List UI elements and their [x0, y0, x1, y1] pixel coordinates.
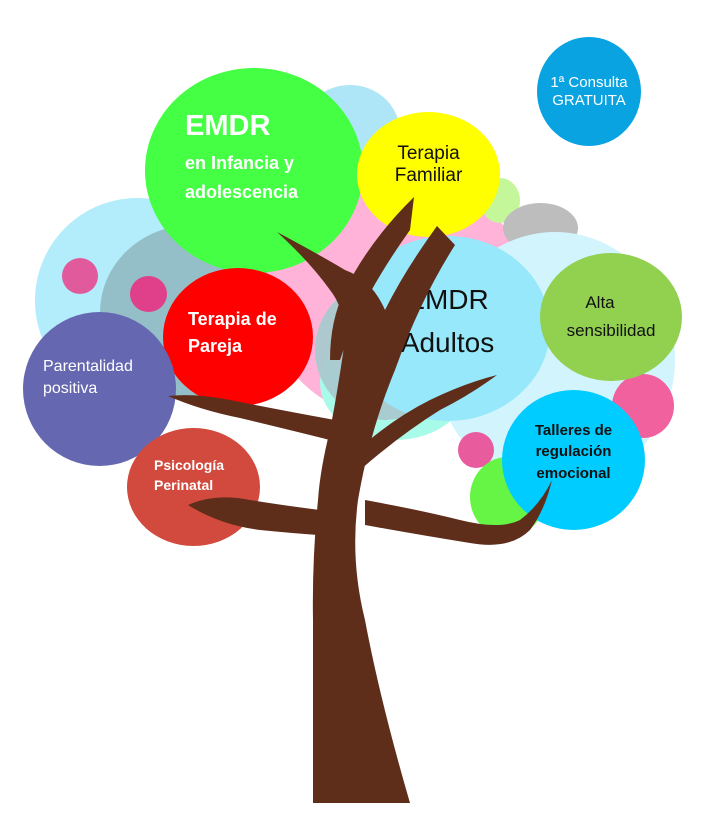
bubble-terapia-pareja: Terapia de Pareja: [163, 268, 313, 406]
bubble-parentalidad-positiva: Parentalidad positiva: [23, 312, 176, 466]
bubble-consulta-line1: 1ª Consulta: [550, 74, 628, 92]
bubble-emdr-infancia-title: EMDR: [185, 110, 271, 142]
bubble-psicologia-perinatal: Psicología Perinatal: [127, 428, 260, 546]
bg-blob-pink-dot-1: [62, 258, 98, 294]
branch-terapia-familiar: [330, 197, 414, 360]
bubble-talleres-line2: regulación: [535, 443, 612, 461]
bubble-terapia-familiar-line2: Familiar: [394, 164, 463, 186]
bubble-perinatal-line2: Perinatal: [154, 477, 214, 493]
bubble-talleres-regulacion: Talleres de regulación emocional: [502, 390, 645, 530]
branch-parentalidad: [168, 395, 335, 440]
bubble-emdr-infancia-line3: adolescencia: [185, 182, 299, 203]
bg-blob-pink-dot-2: [130, 276, 167, 312]
bubble-terapia-pareja-line1: Terapia de: [188, 309, 277, 330]
bubble-alta-sensibilidad: Alta sensibilidad: [540, 253, 682, 381]
bubble-terapia-familiar: Terapia Familiar: [357, 112, 500, 237]
bubble-parentalidad-line1: Parentalidad: [43, 357, 133, 375]
bubble-alta-sensibilidad-line1: Alta: [585, 293, 615, 313]
bubble-talleres-line3: emocional: [536, 464, 611, 482]
branch-talleres: [365, 480, 552, 545]
bubble-parentalidad-line2: positiva: [43, 380, 98, 397]
bubble-emdr-infancia: EMDR en Infancia y adolescencia: [145, 68, 363, 273]
bubble-talleres-line1: Talleres de: [534, 422, 613, 440]
bubble-consulta-line2: GRATUITA: [552, 91, 626, 109]
branch-emdr-adultos: [352, 375, 497, 470]
bubble-terapia-familiar-line1: Terapia: [397, 142, 460, 164]
bubble-consulta-gratuita[interactable]: 1ª Consulta GRATUITA: [537, 37, 641, 146]
bubble-perinatal-line1: Psicología: [154, 456, 225, 473]
bubble-alta-sensibilidad-line2: sensibilidad: [566, 321, 656, 340]
tree-trunk: [277, 226, 455, 803]
bubble-terapia-pareja-line2: Pareja: [188, 336, 243, 356]
bubble-emdr-infancia-line2: en Infancia y: [185, 153, 295, 174]
bubble-emdr-adultos-line2: Adultos: [400, 326, 495, 358]
branch-perinatal: [188, 497, 320, 535]
